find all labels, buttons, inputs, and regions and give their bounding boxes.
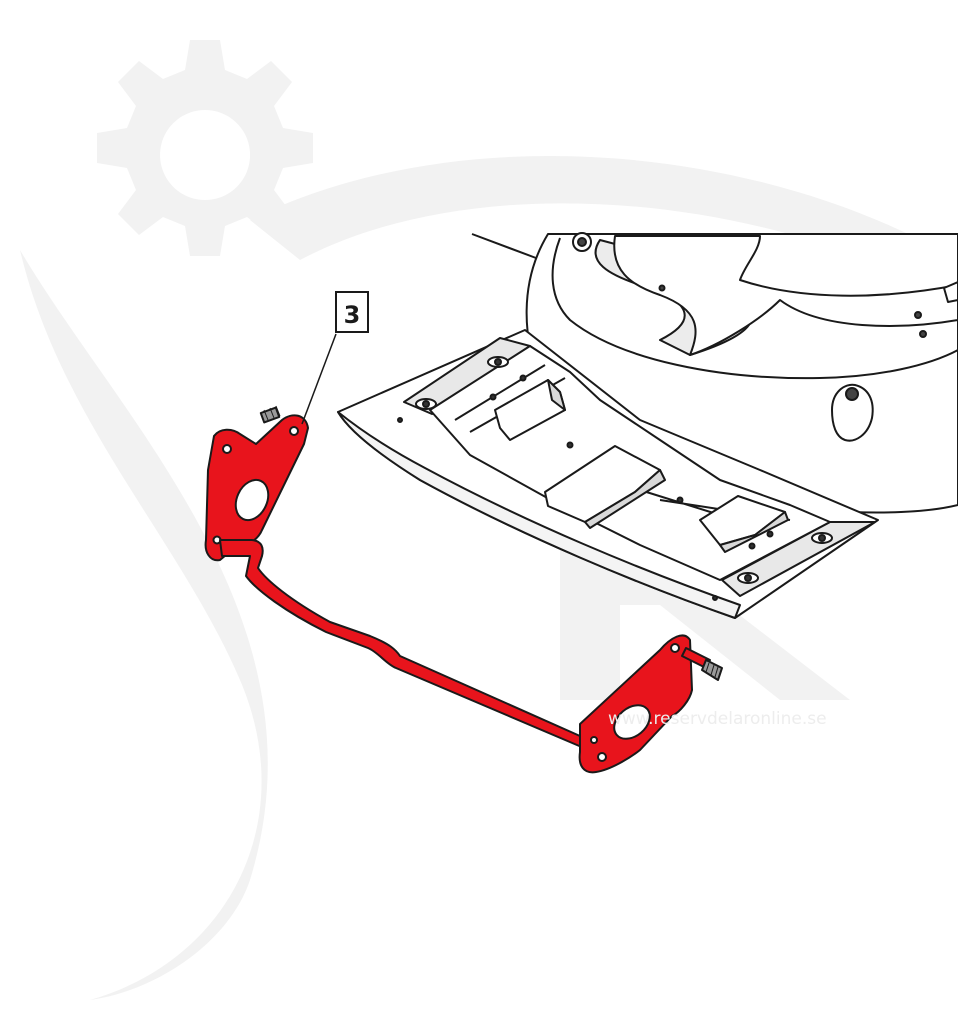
deck-hole: [744, 574, 752, 582]
front-axle-part: [204, 405, 723, 774]
deck-hole: [494, 358, 502, 366]
watermark-url: www.reservdelaronline.se: [608, 709, 827, 729]
deck-hole: [397, 417, 403, 423]
watermark-swoosh: [20, 250, 268, 1000]
callout-leader-line: [301, 333, 337, 425]
deck-hole: [519, 374, 527, 382]
callout-label: 3: [344, 301, 361, 329]
mower-deck: [337, 232, 958, 619]
deck-hole: [712, 595, 718, 601]
right-bracket-bolt-hole: [590, 736, 598, 744]
left-bracket-bolt-hole: [289, 426, 299, 436]
dome-side-tab: [943, 281, 958, 303]
deck-block-2-shade: [584, 469, 666, 529]
right-bracket-hole: [613, 704, 651, 740]
axle-rod: [219, 539, 585, 749]
dome-hole: [658, 284, 666, 292]
right-bracket-bolt-hole: [597, 752, 607, 762]
deck-hole: [489, 393, 497, 401]
right-bracket-bolt-hole: [670, 643, 680, 653]
deck-hole: [748, 542, 756, 550]
watermark-gear-icon: [97, 40, 313, 256]
deck-hole: [566, 441, 574, 449]
callout: 3: [301, 291, 369, 425]
callout-box: [335, 291, 369, 333]
left-bracket-bolt-hole: [222, 444, 232, 454]
dome-bolt: [572, 232, 592, 252]
deck-skirt-lower-face: [337, 411, 741, 619]
left-stud: [259, 405, 281, 424]
deck-hole: [676, 496, 684, 504]
right-stud: [681, 647, 723, 681]
dome-hole: [919, 330, 927, 338]
deck-block-1-shade: [547, 379, 566, 411]
deck-block-3-shade: [719, 511, 789, 553]
left-bracket-hole: [234, 478, 270, 522]
dome-knob: [831, 383, 874, 442]
deck-top-cover: [613, 235, 958, 356]
deck-hole: [818, 534, 826, 542]
deck-hole: [766, 530, 774, 538]
watermark-arc: [250, 155, 958, 300]
dome-hole: [914, 311, 922, 319]
deck-leader-line: [471, 233, 537, 259]
deck-hole: [422, 400, 430, 408]
right-bracket-plate: [578, 634, 693, 774]
